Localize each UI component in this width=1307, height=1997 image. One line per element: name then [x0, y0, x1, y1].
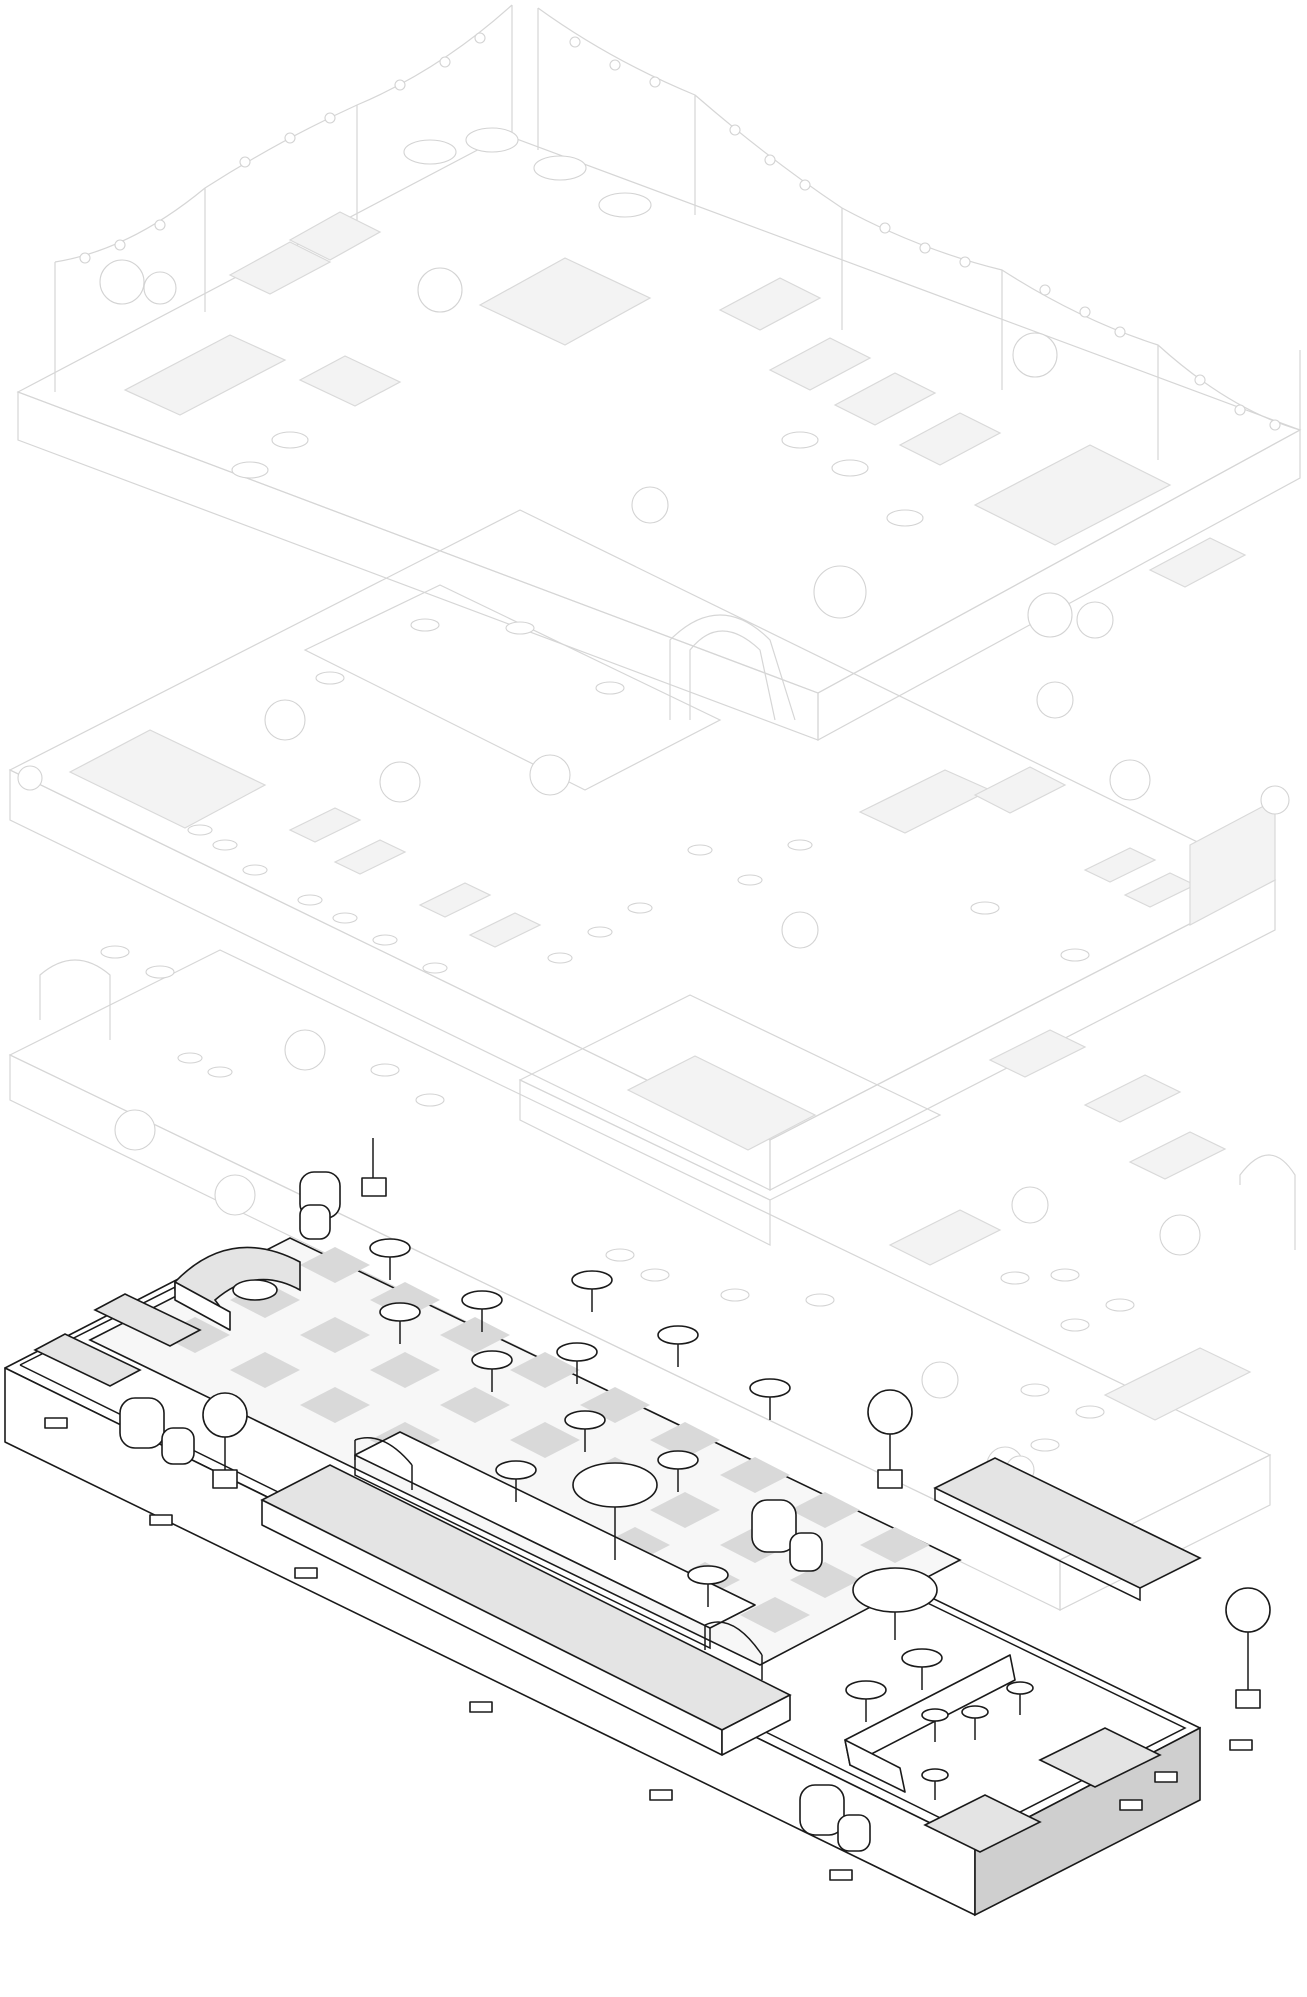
long-table-2 [33, 1333, 142, 1387]
large-round-table-1 [572, 1462, 658, 1508]
bar-back-counter [354, 1431, 756, 1629]
long-table-3 [933, 1457, 1202, 1589]
third-floor-level [8, 509, 1290, 1191]
long-table-1 [93, 1293, 202, 1347]
bar-tap-rail-right [704, 1621, 763, 1680]
ground-floor-level [4, 1138, 1271, 1917]
large-round-table-2 [852, 1567, 938, 1613]
facade-bricks [44, 1417, 1253, 1881]
roof-terrace-level [16, 4, 1302, 742]
long-table-5 [923, 1794, 1042, 1853]
potted-plant-group [202, 1138, 1271, 1709]
bar-tap-rail-left [354, 1437, 413, 1490]
booth-table [232, 1279, 278, 1301]
stool-group [921, 1681, 1034, 1800]
string-lights [79, 32, 1281, 431]
barrel-group [119, 1171, 871, 1852]
long-table-4 [1038, 1727, 1162, 1788]
round-table-group [369, 1238, 943, 1722]
second-floor-level [8, 945, 1296, 1611]
